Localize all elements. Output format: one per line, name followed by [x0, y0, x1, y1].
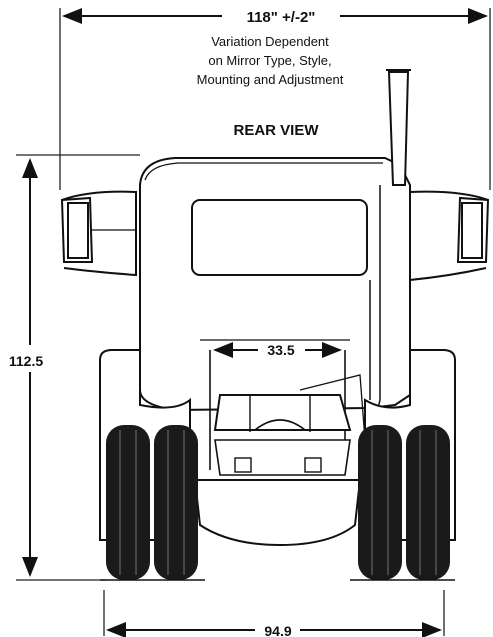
frame-width-label: 33.5 — [267, 342, 294, 358]
axle-track-label: 94.9 — [264, 623, 291, 637]
height-label: 112.5 — [9, 353, 43, 369]
tire-right-inner — [358, 425, 402, 580]
tires — [100, 425, 455, 581]
axle-track-dimension: 94.9 — [103, 590, 445, 637]
note-line-3: Mounting and Adjustment — [197, 72, 344, 87]
fifth-wheel — [213, 394, 352, 431]
tire-right-outer — [406, 425, 450, 580]
view-label: REAR VIEW — [233, 122, 319, 139]
tire-left-outer — [106, 425, 150, 580]
overall-width-label: 118" +/-2" — [247, 9, 316, 26]
exhaust-stack — [387, 71, 410, 186]
tire-left-inner — [154, 425, 198, 580]
note-line-1: Variation Dependent — [211, 34, 329, 49]
note-line-2: on Mirror Type, Style, — [208, 53, 331, 68]
height-dimension: 112.5 — [9, 154, 140, 581]
rear-bumper — [193, 479, 362, 547]
cab-rear-window — [191, 199, 368, 276]
overall-width-dimension: 118" +/-2" — [59, 8, 491, 190]
mirror-variation-note: Variation Dependent on Mirror Type, Styl… — [197, 34, 344, 87]
frame-width-dimension: 33.5 — [213, 342, 342, 358]
